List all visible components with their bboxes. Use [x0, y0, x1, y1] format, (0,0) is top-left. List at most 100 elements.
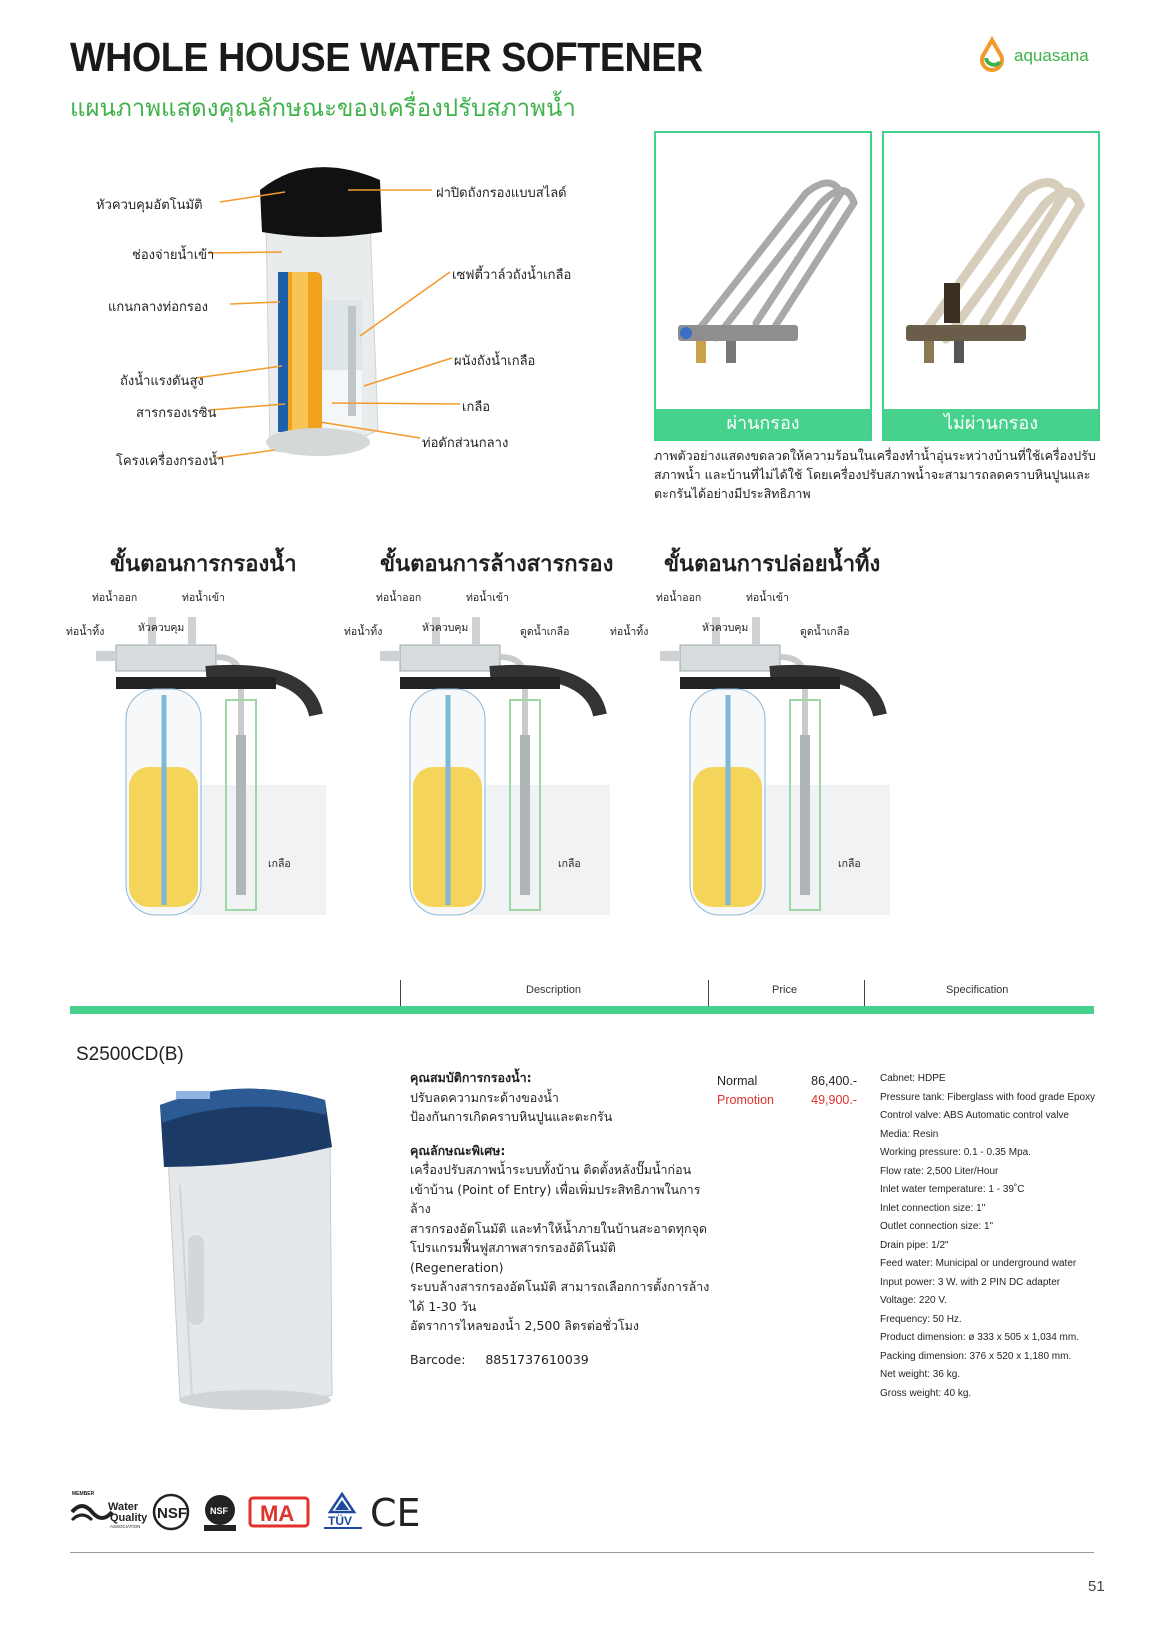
- spec-item: Control valve: ABS Automatic control val…: [880, 1110, 1069, 1121]
- process-diagram-drain: ท่อน้ำออก ท่อน้ำเข้า ท่อน้ำทิ้ง หัวควบคุ…: [610, 592, 890, 935]
- spec-item: Gross weight: 40 kg.: [880, 1387, 972, 1399]
- filter-diagram-image: [96, 617, 326, 916]
- label-outlet: ท่อน้ำออก: [376, 592, 422, 604]
- desc-line: โปรแกรมฟื้นฟูสภาพสารกรองอัติโนมัติ (Rege…: [410, 1240, 616, 1275]
- desc-line: ได้ 1-30 วัน: [410, 1298, 477, 1314]
- callout-auto-control-head: หัวควบคุมอัตโนมัติ: [96, 198, 203, 213]
- col-header-description: Description: [526, 984, 582, 996]
- label-inlet: ท่อน้ำเข้า: [746, 592, 789, 604]
- photo-panel-unfiltered: ไม่ผ่านกรอง: [882, 131, 1100, 441]
- desc-heading-filter-features: คุณสมบัติการกรองน้ำ:: [410, 1070, 532, 1085]
- process-heading-drain: ขั้นตอนการปล่อยน้ำทิ้ง: [664, 552, 881, 577]
- specification-list: Cabnet: HDPE Pressure tank: Fiberglass w…: [880, 1070, 1110, 1403]
- callout-center-tube: แกนกลางท่อกรอง: [108, 300, 209, 315]
- label-inlet: ท่อน้ำเข้า: [182, 592, 225, 604]
- process-heading-backwash: ขั้นตอนการล้างสารกรอง: [380, 552, 614, 577]
- price-promo-label: Promotion: [717, 1093, 774, 1107]
- product-model: S2500CD(B): [76, 1044, 184, 1065]
- heating-element-clean-image: [678, 179, 858, 363]
- wqa-word-3: ASSOCIATION: [110, 1524, 140, 1529]
- price-promo-row: Promotion 49,900.-: [717, 1091, 857, 1110]
- callout-distributor-tube: ท่อดักส่วนกลาง: [422, 436, 509, 451]
- spec-item: Drain pipe: 1/2": [880, 1239, 949, 1251]
- wqa-word-1: Water: [108, 1501, 139, 1513]
- photo-panel-filtered: ผ่านกรอง: [654, 131, 872, 441]
- ma-logo: MA: [248, 1496, 310, 1528]
- label-outlet: ท่อน้ำออก: [656, 592, 702, 604]
- desc-line: ระบบล้างสารกรองอัตโนมัติ สามารถเลือกการต…: [410, 1279, 710, 1294]
- nsf-seal-text: NSF: [210, 1506, 229, 1516]
- callout-brine-tank-wall: ผนังถังน้ำเกลือ: [454, 354, 536, 369]
- brand-name: aquasana: [1014, 46, 1089, 65]
- spec-item: Feed water: Municipal or underground wat…: [880, 1258, 1077, 1269]
- heating-element-scaled-image: [906, 178, 1085, 363]
- label-inlet: ท่อน้ำเข้า: [466, 592, 509, 604]
- spec-item: Media: Resin: [880, 1128, 939, 1140]
- label-drain: ท่อน้ำทิ้ง: [610, 626, 649, 638]
- barcode-label: Barcode:: [410, 1351, 466, 1367]
- tuv-logo: TÜV: [324, 1491, 362, 1529]
- spec-item: Voltage: 220 V.: [880, 1295, 947, 1306]
- label-salt: เกลือ: [558, 858, 581, 870]
- backwash-diagram-image: [380, 617, 610, 916]
- col-header-price: Price: [772, 984, 798, 996]
- spec-item: Working pressure: 0.1 - 0.35 Mpa.: [880, 1147, 1031, 1158]
- page-number: 51: [1088, 1578, 1105, 1595]
- desc-line: สารกรองอัตโนมัติ และทำให้น้ำภายในบ้านสะอ…: [410, 1220, 708, 1236]
- label-brine-draw: ดูดน้ำเกลือ: [520, 626, 570, 638]
- callout-brine-safety-valve: เซฟตี้วาล์วถังน้ำเกลือ: [452, 268, 572, 283]
- spec-item: Net weight: 36 kg.: [880, 1369, 961, 1380]
- spec-item: Flow rate: 2,500 Liter/Hour: [880, 1165, 999, 1177]
- ma-text: MA: [260, 1501, 294, 1526]
- callout-cabinet-frame: โครงเครื่องกรองน้ำ: [116, 454, 225, 469]
- ce-logo: CE: [370, 1491, 421, 1535]
- page-title: WHOLE HOUSE WATER SOFTENER: [70, 34, 703, 80]
- cutaway-illustration: หัวควบคุมอัตโนมัติ ช่องจ่ายน้ำเข้า แกนกล…: [70, 160, 610, 500]
- desc-line: อัตราการไหลของน้ำ 2,500 ลิตรต่อชั่วโมง: [410, 1318, 639, 1333]
- table-header-bar: [70, 1006, 1094, 1014]
- process-diagram-filter: ท่อน้ำออก ท่อน้ำเข้า ท่อน้ำทิ้ง หัวควบคุ…: [66, 592, 336, 935]
- label-drain: ท่อน้ำทิ้ง: [344, 626, 383, 638]
- spec-item: Input power: 3 W. with 2 PIN DC adapter: [880, 1276, 1061, 1288]
- wqa-logo: MEMBER Water Quality ASSOCIATION: [70, 1491, 148, 1529]
- photo-note: ภาพตัวอย่างแสดงขดลวดให้ความร้อนในเครื่อง…: [654, 448, 1096, 501]
- label-outlet: ท่อน้ำออก: [92, 592, 138, 604]
- spec-item: Packing dimension: 376 x 520 x 1,180 mm.: [880, 1350, 1072, 1362]
- spec-item: Inlet water temperature: 1 - 39˚C: [880, 1184, 1025, 1195]
- drain-diagram-image: [660, 617, 890, 916]
- spec-item: Cabnet: HDPE: [880, 1073, 946, 1084]
- price-promo-value: 49,900.-: [811, 1093, 857, 1107]
- barcode-value: 8851737610039: [485, 1351, 589, 1367]
- ce-text: CE: [370, 1491, 421, 1534]
- product-image: [140, 1075, 345, 1415]
- callout-salt: เกลือ: [462, 400, 491, 415]
- nsf-text: NSF: [157, 1505, 187, 1522]
- desc-line: ปรับลดความกระด้างของน้ำ: [410, 1089, 559, 1105]
- nsf-seal-logo: NSF: [204, 1495, 236, 1531]
- column-divider: [400, 980, 401, 1010]
- photo-caption-unfiltered: ไม่ผ่านกรอง: [884, 409, 1098, 439]
- desc-heading-special-features: คุณลักษณะพิเศษ:: [410, 1142, 506, 1158]
- process-diagram-backwash: ท่อน้ำออก ท่อน้ำเข้า ท่อน้ำทิ้ง หัวควบคุ…: [340, 592, 610, 935]
- label-control-head: หัวควบคุม: [138, 622, 185, 634]
- page-subtitle: แผนภาพแสดงคุณลักษณะของเครื่องปรับสภาพน้ำ: [70, 94, 576, 122]
- label-brine-draw: ดูดน้ำเกลือ: [800, 626, 850, 638]
- label-drain: ท่อน้ำทิ้ง: [66, 626, 105, 638]
- callout-water-inlet: ช่องจ่ายน้ำเข้า: [132, 248, 215, 263]
- wqa-member-text: MEMBER: [72, 1491, 95, 1497]
- nsf-logo: NSF: [152, 1493, 190, 1531]
- brand-logo: aquasana: [978, 35, 1098, 76]
- wqa-word-2: Quality: [110, 1512, 148, 1524]
- label-control-head: หัวควบคุม: [702, 622, 749, 634]
- col-header-specification: Specification: [946, 984, 1009, 996]
- footer-rule: [70, 1552, 1094, 1553]
- desc-line: เข้าบ้าน (Point of Entry) เพื่อเพิ่มประส…: [410, 1181, 701, 1217]
- barcode-line: Barcode: 8851737610039: [410, 1350, 710, 1370]
- price-normal-label: Normal: [717, 1074, 758, 1088]
- photo-caption-filtered: ผ่านกรอง: [656, 409, 870, 439]
- desc-line: ป้องกันการเกิดคราบหินปูนและตะกรัน: [410, 1109, 613, 1124]
- price-normal-row: Normal 86,400.-: [717, 1072, 857, 1091]
- certification-logos: MEMBER Water Quality ASSOCIATION NSF NSF…: [70, 1488, 430, 1535]
- softener-product-image: [160, 1088, 333, 1410]
- label-control-head: หัวควบคุม: [422, 622, 469, 634]
